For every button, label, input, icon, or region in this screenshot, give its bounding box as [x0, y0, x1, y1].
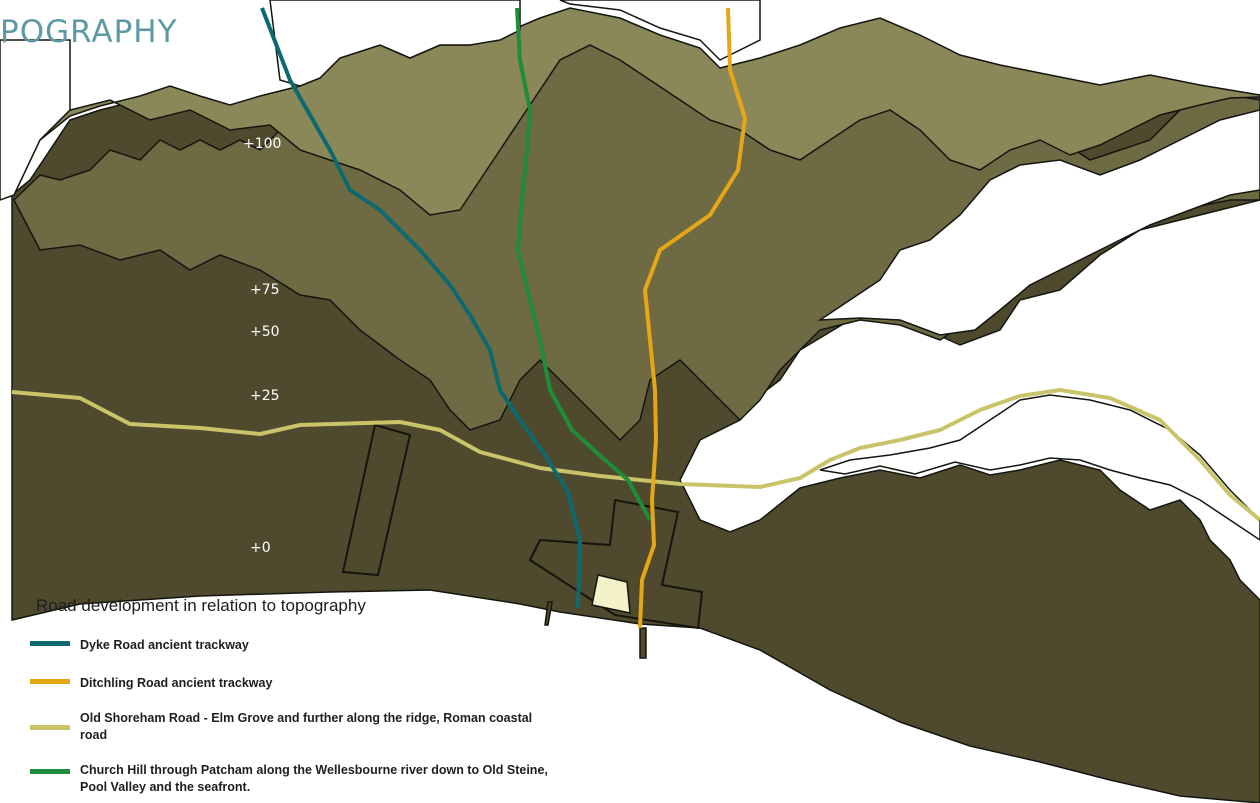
legend-item-church-hill: Church Hill through Patcham along the We… — [30, 762, 550, 796]
legend-item-dyke-road: Dyke Road ancient trackway — [30, 634, 550, 654]
legend-swatch-old-shoreham-road — [30, 725, 70, 730]
legend-label: Old Shoreham Road - Elm Grove and furthe… — [80, 711, 533, 742]
old-town-boundary — [528, 498, 704, 630]
page-title: POGRAPHY — [0, 14, 178, 50]
legend-swatch-dyke-road — [30, 641, 70, 646]
contour-label-0: +0 — [250, 540, 271, 556]
legend-title: Road development in relation to topograp… — [36, 596, 366, 615]
valley-east-white — [817, 109, 1260, 336]
road-old-shoreham — [11, 388, 1260, 522]
road-church-hill — [515, 7, 652, 521]
contour-label-75: +75 — [250, 282, 280, 298]
legend-label: Church Hill through Patcham along the We… — [80, 763, 548, 794]
valley-lower-east-white — [819, 394, 1260, 541]
contour-label-100: +100 — [243, 136, 282, 152]
west-pier — [544, 601, 553, 626]
road-dyke — [260, 7, 582, 609]
valley-northeast-white — [559, 0, 761, 61]
old-town-centre — [591, 574, 631, 614]
hove-boundary — [341, 423, 412, 577]
legend-item-old-shoreham-road: Old Shoreham Road - Elm Grove and furthe… — [30, 710, 550, 744]
legend-item-ditchling-road: Ditchling Road ancient trackway — [30, 672, 550, 692]
legend: Road development in relation to topograp… — [30, 596, 550, 796]
contour-label-50: +50 — [250, 324, 280, 340]
legend-label: Ditchling Road ancient trackway — [80, 676, 273, 690]
valley-west-white — [0, 39, 71, 201]
contour-label-25: +25 — [250, 388, 280, 404]
legend-swatch-church-hill — [30, 769, 70, 774]
road-ditchling — [638, 7, 747, 629]
palace-pier — [639, 627, 647, 659]
legend-label: Dyke Road ancient trackway — [80, 638, 249, 652]
legend-swatch-ditchling-road — [30, 679, 70, 684]
